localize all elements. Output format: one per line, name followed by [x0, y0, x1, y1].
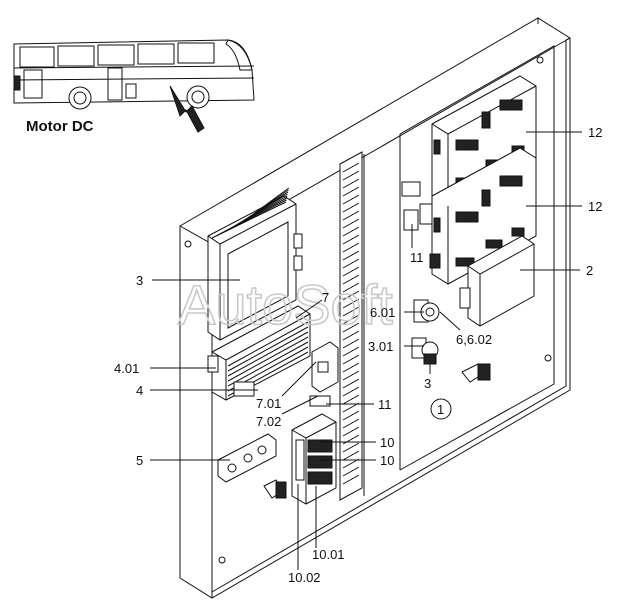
duct-slot	[342, 306, 360, 317]
duct-slot	[342, 210, 360, 221]
callout-6-01: 6.01	[370, 305, 395, 320]
callout-12-lower: 12	[588, 199, 602, 214]
ground-stud	[461, 363, 491, 383]
callout-7: 7	[322, 290, 329, 305]
duct-slot	[342, 178, 360, 189]
duct-slot	[342, 170, 360, 181]
bus-model-title: Motor DC	[26, 118, 94, 135]
duct-slot	[342, 194, 360, 205]
heatsink-block	[207, 305, 311, 401]
duct-slot	[342, 410, 360, 421]
callout-10-upper: 10	[380, 435, 394, 450]
duct-slot	[342, 450, 360, 461]
duct-slot	[342, 290, 360, 301]
duct-slot	[342, 218, 360, 229]
duct-slot	[342, 202, 360, 213]
duct-slot	[342, 322, 360, 333]
control-box	[459, 235, 535, 327]
callout-12-upper: 12	[588, 125, 602, 140]
heatsink-fin	[227, 336, 309, 382]
relay-pair	[401, 181, 441, 269]
duct-slot	[342, 386, 360, 397]
callout-4-01: 4.01	[114, 361, 139, 376]
duct-slot	[342, 242, 360, 253]
callout-2: 2	[586, 263, 593, 278]
duct-slot	[342, 370, 360, 381]
duct-slot	[342, 234, 360, 245]
duct-slot	[342, 330, 360, 341]
duct-slot	[342, 226, 360, 237]
board-connector	[433, 217, 441, 233]
fuse-block	[291, 413, 337, 505]
heatsink-fin	[227, 341, 309, 387]
duct-slot	[342, 362, 360, 373]
board-connector	[485, 239, 503, 249]
board-connector	[499, 175, 523, 187]
callout-10-lower: 10	[380, 453, 394, 468]
switch-component	[411, 337, 439, 365]
callout-5: 5	[136, 453, 143, 468]
board-connector	[481, 189, 491, 207]
duct-slot	[342, 274, 360, 285]
callout-4: 4	[136, 383, 143, 398]
duct-slot	[342, 474, 360, 485]
callout-3-right: 3	[424, 376, 431, 391]
callout-3-01: 3.01	[368, 339, 393, 354]
duct-slot	[342, 426, 360, 437]
heatsink-fin	[227, 331, 309, 377]
duct-slot	[342, 314, 360, 325]
callout-7-02: 7.02	[256, 414, 281, 429]
terminal-strip	[217, 433, 287, 499]
relay-component	[309, 341, 339, 407]
duct-slot	[342, 186, 360, 197]
control-module	[207, 187, 303, 341]
assembly-number-label: 1	[437, 402, 444, 417]
duct-slot	[342, 298, 360, 309]
callout-10-01: 10.01	[312, 547, 345, 562]
buzzer-component	[413, 299, 440, 323]
duct-slot	[342, 354, 360, 365]
duct-slot	[342, 394, 360, 405]
module-fin	[239, 187, 290, 225]
duct-slot	[342, 258, 360, 269]
heatsink-fin	[227, 321, 309, 367]
location-arrow-icon	[169, 85, 205, 133]
duct-slot	[342, 250, 360, 261]
heatsink-fin	[227, 326, 309, 372]
duct-slot	[342, 338, 360, 349]
board-connector	[481, 111, 491, 129]
watermark-text: AutoSoft	[178, 273, 393, 336]
bus-illustration	[13, 39, 255, 133]
board-connector	[455, 139, 479, 151]
duct-slot	[342, 442, 360, 453]
duct-slot	[342, 378, 360, 389]
board-connector	[511, 227, 525, 237]
callout-leaders	[150, 131, 582, 570]
callout-labels: 12 12 2 11 3 7 6.01 6,6.02 3.01 3 4.01 4…	[114, 125, 602, 585]
callout-7-01: 7.01	[256, 396, 281, 411]
callout-11-lower: 11	[378, 397, 392, 412]
callout-3-left: 3	[136, 273, 143, 288]
duct-slot	[342, 466, 360, 477]
assembly-number-marker: 1	[430, 398, 452, 420]
callout-11-upper: 11	[410, 250, 424, 265]
board-connector	[499, 99, 523, 111]
duct-slot	[342, 282, 360, 293]
duct-slot	[342, 162, 360, 173]
callout-10-02: 10.02	[288, 570, 321, 585]
callout-6-6-02: 6,6.02	[456, 332, 492, 347]
board-connector	[433, 139, 441, 155]
duct-slot	[342, 266, 360, 277]
board-connector	[455, 257, 475, 267]
duct-slot	[342, 346, 360, 357]
cable-duct	[339, 151, 363, 501]
duct-slot	[342, 418, 360, 429]
board-connector	[455, 211, 479, 223]
